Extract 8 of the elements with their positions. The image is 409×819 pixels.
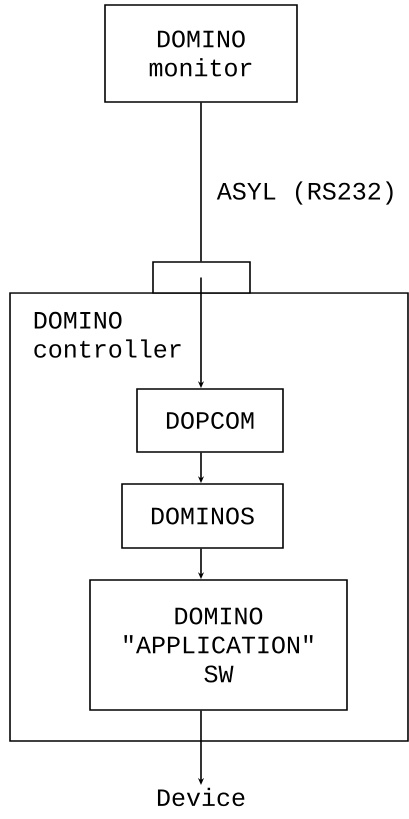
connector-line: [200, 102, 202, 262]
process-box: DOMINOS: [121, 483, 284, 549]
application-box: DOMINO "APPLICATION" SW: [89, 579, 348, 711]
device-label: Device: [158, 788, 244, 806]
edge-label: ASYL (RS232): [216, 181, 393, 205]
connector-box: [152, 261, 251, 294]
process-box: DOPCOM: [136, 388, 284, 453]
monitor-box: DOMINO monitor: [104, 4, 298, 103]
